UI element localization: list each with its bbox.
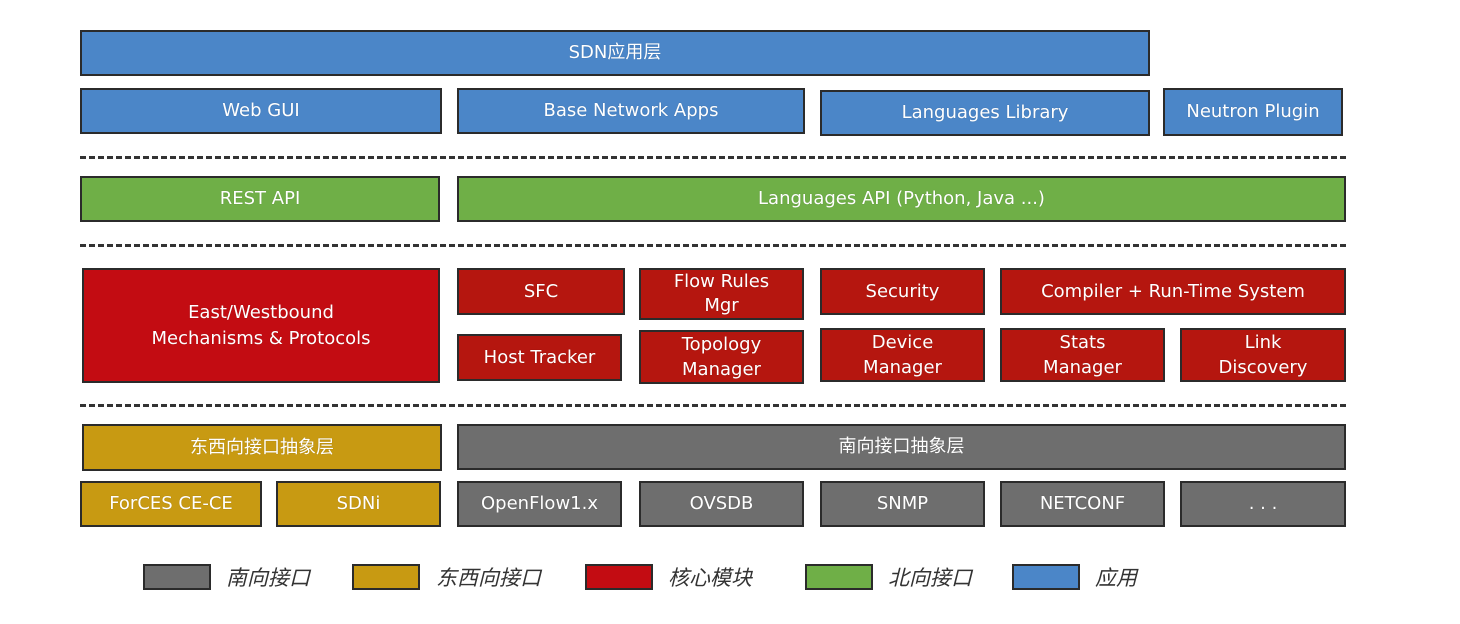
legend-swatch-eastwest bbox=[352, 564, 420, 590]
sdn-application-layer: SDN应用层 bbox=[80, 30, 1150, 76]
security-box: Security bbox=[820, 268, 985, 315]
compiler-runtime-box: Compiler + Run-Time System bbox=[1000, 268, 1346, 315]
netconf-box: NETCONF bbox=[1000, 481, 1165, 527]
legend-label-core: 核心模块 bbox=[668, 566, 752, 590]
flow-rules-mgr-box: Flow Rules Mgr bbox=[639, 268, 804, 320]
link-discovery-box: Link Discovery bbox=[1180, 328, 1346, 382]
sdni-box: SDNi bbox=[276, 481, 441, 527]
legend-swatch-core bbox=[585, 564, 653, 590]
legend-swatch-southbound bbox=[143, 564, 211, 590]
base-network-apps-box: Base Network Apps bbox=[457, 88, 805, 134]
legend-swatch-application bbox=[1012, 564, 1080, 590]
divider-core-abstraction bbox=[80, 404, 1346, 407]
more-protocols-box: . . . bbox=[1180, 481, 1346, 527]
southbound-abstraction-layer: 南向接口抽象层 bbox=[457, 424, 1346, 470]
stats-manager-box: Stats Manager bbox=[1000, 328, 1165, 382]
host-tracker-box: Host Tracker bbox=[457, 334, 622, 381]
languages-library-box: Languages Library bbox=[820, 90, 1150, 136]
east-west-mechanisms-box: East/Westbound Mechanisms & Protocols bbox=[82, 268, 440, 383]
legend-label-northbound: 北向接口 bbox=[888, 566, 972, 590]
web-gui-box: Web GUI bbox=[80, 88, 442, 134]
rest-api-box: REST API bbox=[80, 176, 440, 222]
device-manager-box: Device Manager bbox=[820, 328, 985, 382]
neutron-plugin-box: Neutron Plugin bbox=[1163, 88, 1343, 136]
legend-label-eastwest: 东西向接口 bbox=[436, 566, 541, 590]
legend-swatch-northbound bbox=[805, 564, 873, 590]
topology-manager-box: Topology Manager bbox=[639, 330, 804, 384]
snmp-box: SNMP bbox=[820, 481, 985, 527]
legend-label-southbound: 南向接口 bbox=[226, 566, 310, 590]
forces-ce-ce-box: ForCES CE-CE bbox=[80, 481, 262, 527]
ovsdb-box: OVSDB bbox=[639, 481, 804, 527]
languages-api-box: Languages API (Python, Java ...) bbox=[457, 176, 1346, 222]
divider-application-northbound bbox=[80, 156, 1346, 159]
divider-northbound-core bbox=[80, 244, 1346, 247]
sfc-box: SFC bbox=[457, 268, 625, 315]
east-west-abstraction-layer: 东西向接口抽象层 bbox=[82, 424, 442, 471]
openflow-box: OpenFlow1.x bbox=[457, 481, 622, 527]
legend-label-application: 应用 bbox=[1095, 566, 1137, 590]
